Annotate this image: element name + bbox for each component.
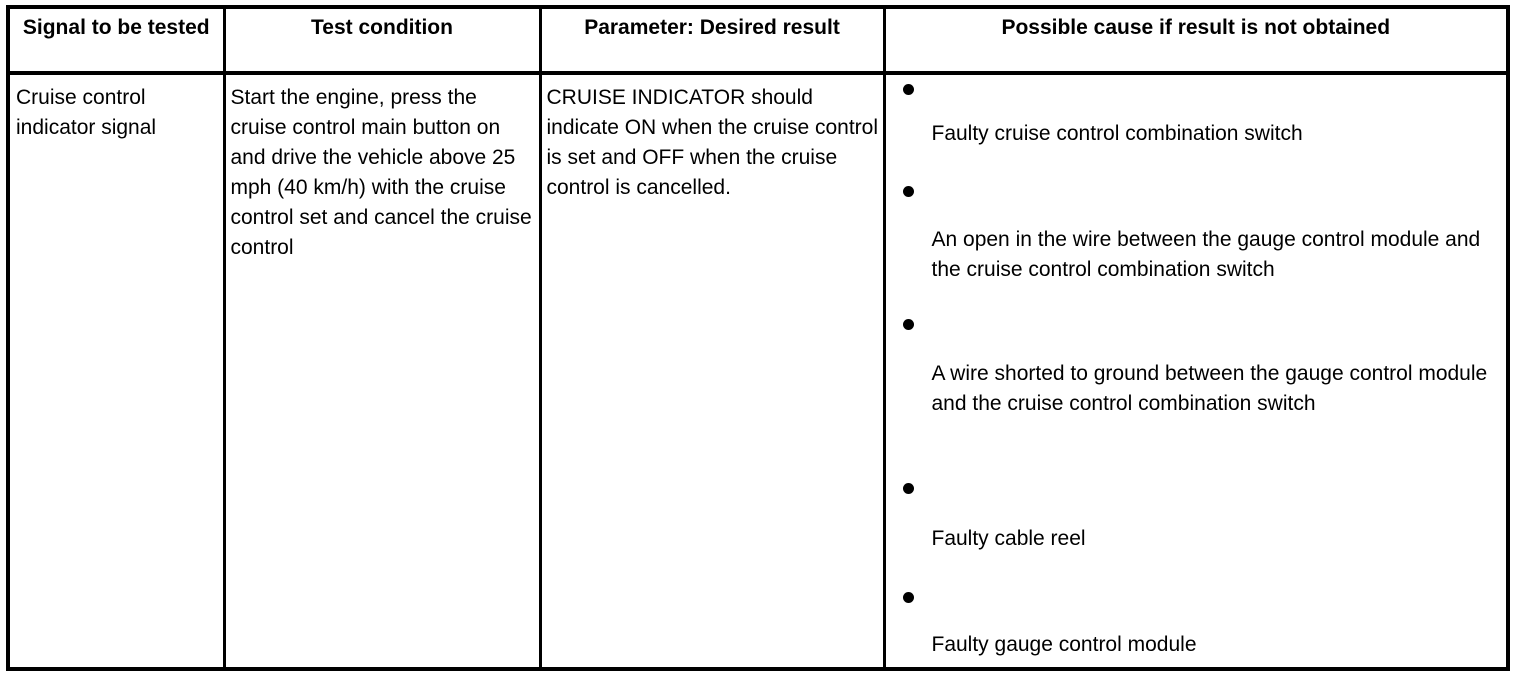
signal-text: Cruise control indicator signal bbox=[16, 86, 157, 139]
possible-cause-list: Faulty cruise control combination switch… bbox=[886, 75, 1507, 667]
table-header: Signal to be tested Test condition Param… bbox=[8, 7, 1508, 75]
diagnostic-table: Signal to be tested Test condition Param… bbox=[6, 5, 1510, 671]
table-row: Cruise control indicator signal Start th… bbox=[8, 73, 1508, 669]
column-header-desired-result: Parameter: Desired result bbox=[540, 7, 886, 75]
bullet-icon bbox=[902, 186, 914, 197]
column-header-test-condition: Test condition bbox=[224, 7, 542, 75]
list-item-label: Faulty gauge control module bbox=[931, 633, 1197, 656]
cell-possible-causes: Faulty cruise control combination switch… bbox=[884, 73, 1508, 669]
list-item-label: A wire shorted to ground between the gau… bbox=[931, 362, 1488, 415]
list-item-label: Faulty cruise control combination switch bbox=[931, 122, 1303, 145]
table-body: Cruise control indicator signal Start th… bbox=[8, 73, 1508, 669]
column-header-possible-cause: Possible cause if result is not obtained bbox=[884, 7, 1508, 75]
cell-desired-result: CRUISE INDICATOR should indicate ON when… bbox=[540, 73, 886, 669]
bullet-icon bbox=[902, 592, 914, 603]
list-item-label: An open in the wire between the gauge co… bbox=[931, 228, 1481, 281]
cell-signal: Cruise control indicator signal bbox=[8, 73, 226, 669]
bullet-icon bbox=[902, 483, 914, 494]
header-row: Signal to be tested Test condition Param… bbox=[8, 7, 1508, 75]
bullet-icon bbox=[902, 84, 914, 95]
cell-test-condition: Start the engine, press the cruise contr… bbox=[224, 73, 542, 669]
list-item-label: Faulty cable reel bbox=[931, 527, 1086, 550]
desired-result-text: CRUISE INDICATOR should indicate ON when… bbox=[546, 86, 879, 199]
column-header-signal: Signal to be tested bbox=[8, 7, 226, 75]
test-condition-text: Start the engine, press the cruise contr… bbox=[230, 86, 532, 259]
bullet-icon bbox=[902, 319, 914, 330]
